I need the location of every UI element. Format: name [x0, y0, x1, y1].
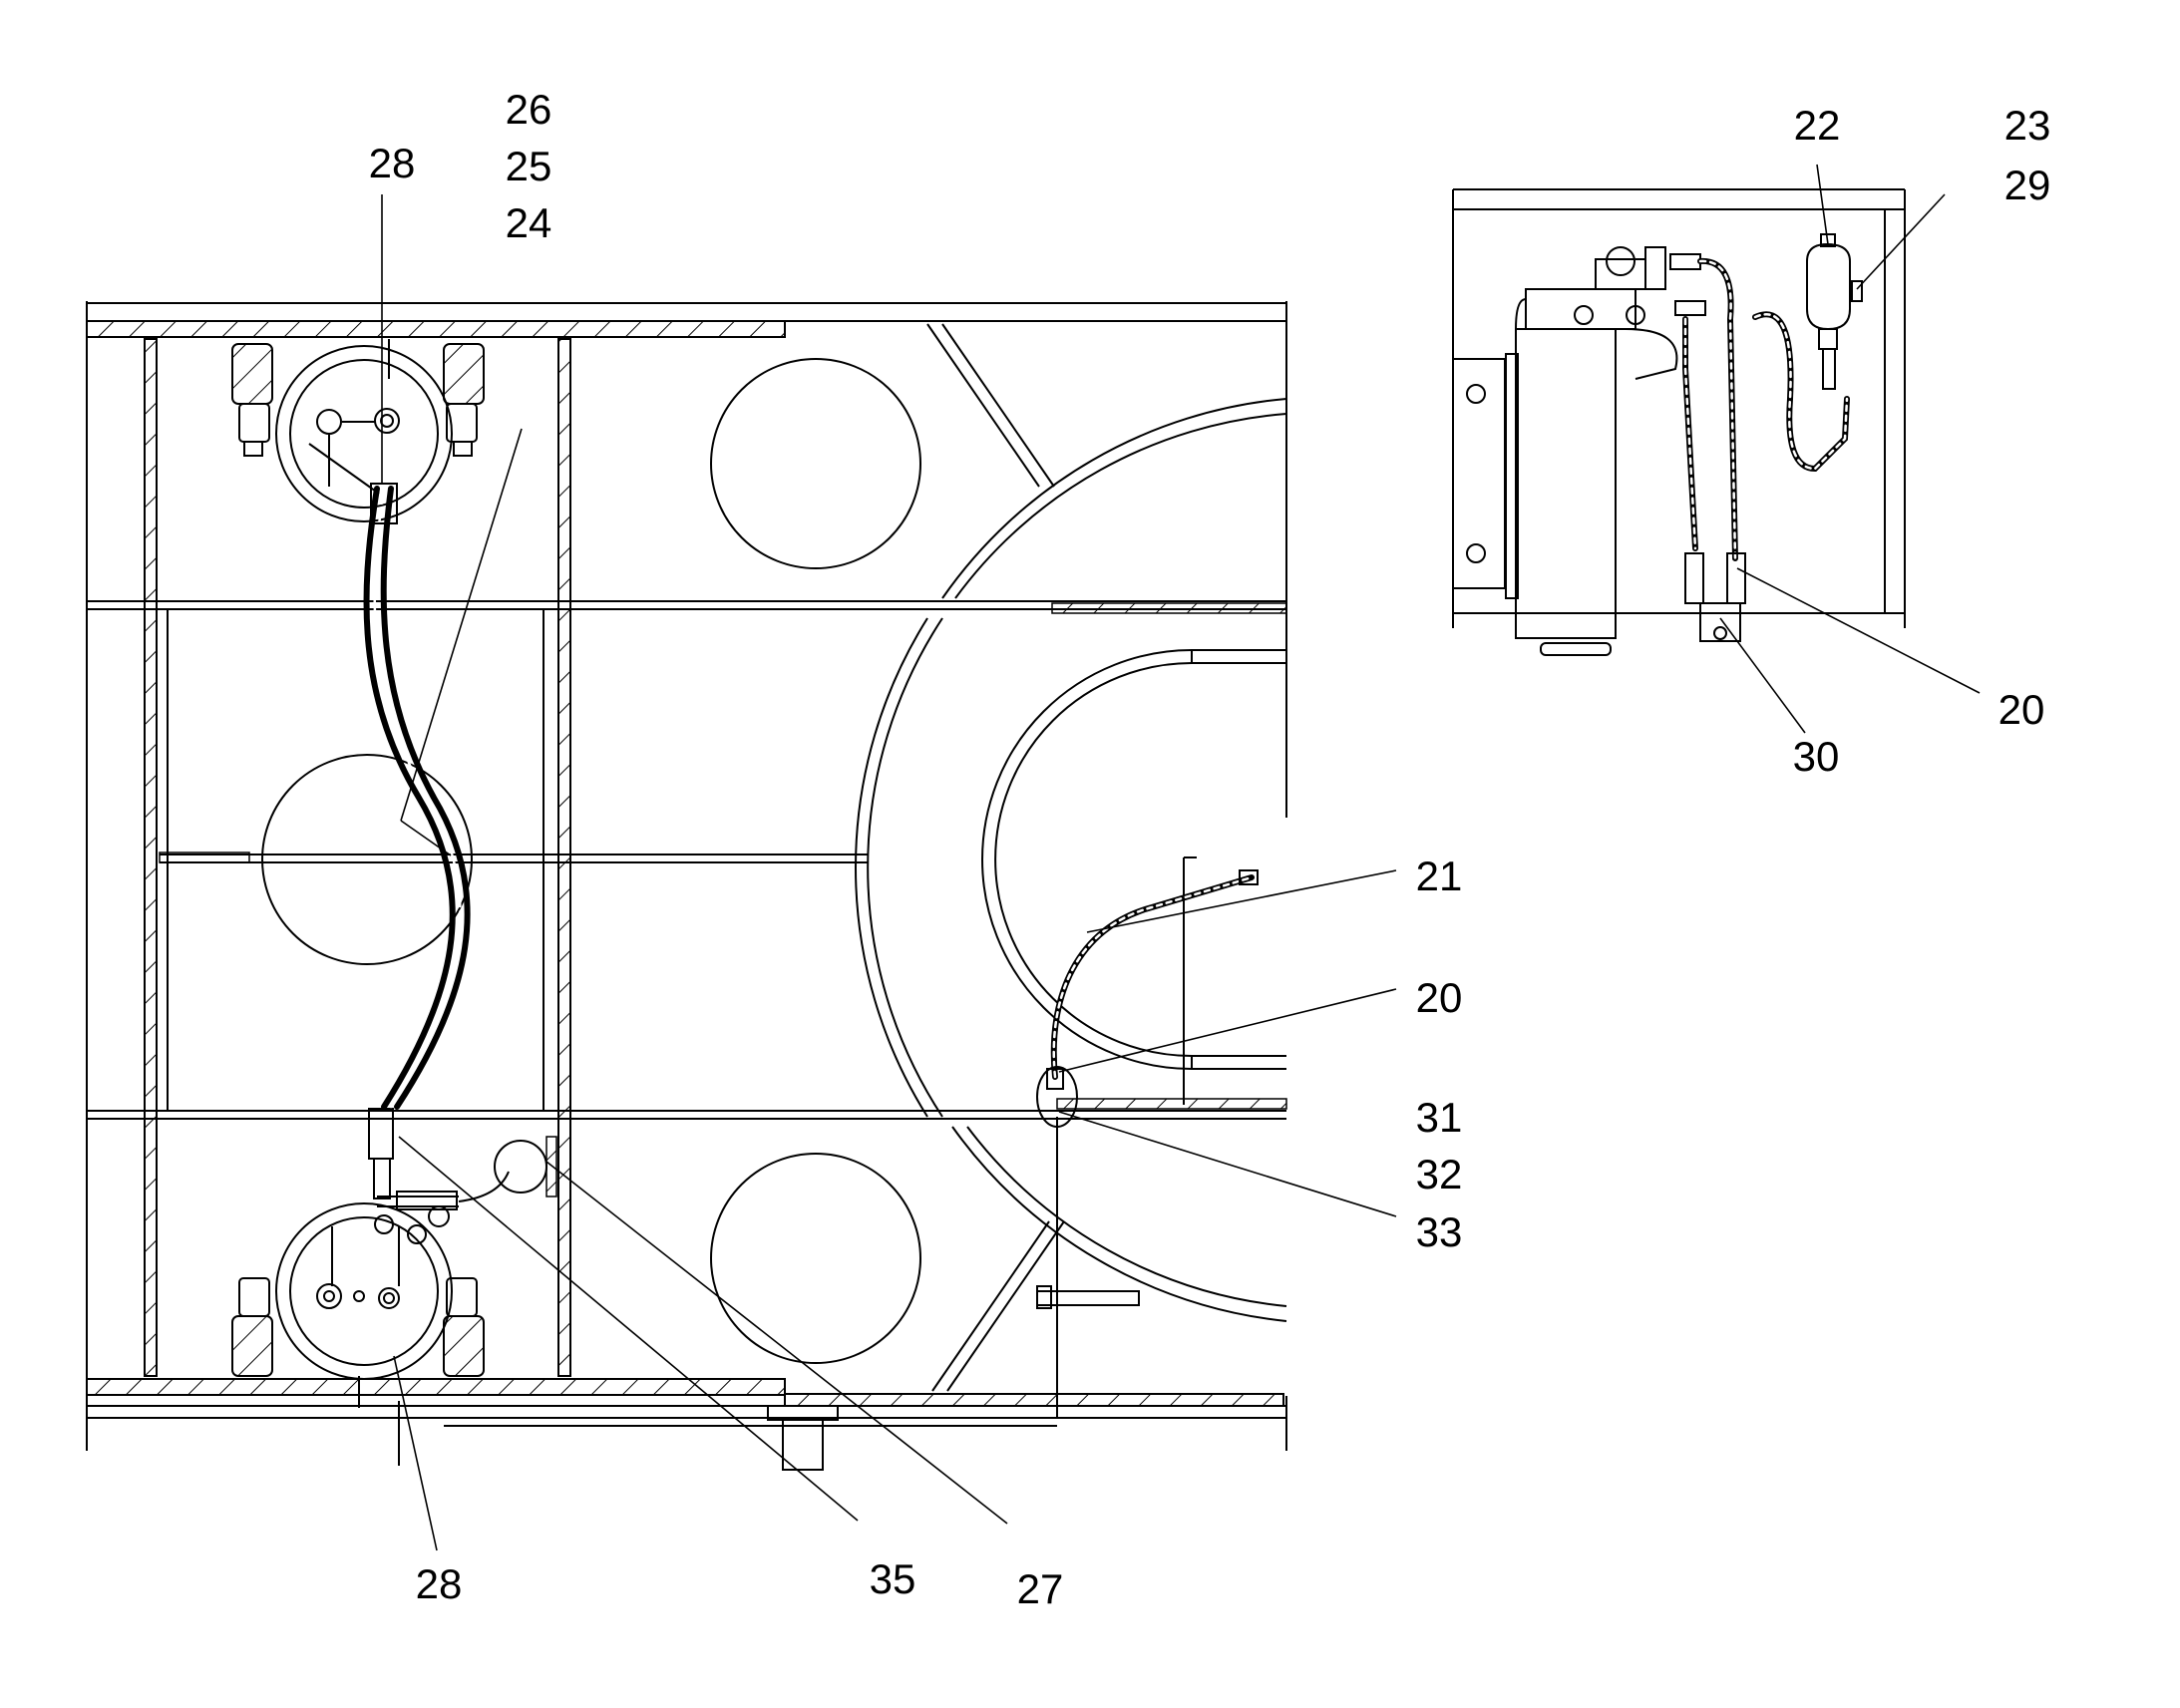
tank	[1452, 246, 1678, 656]
callout-29: 29	[2004, 162, 2051, 208]
bottom-fittings	[368, 1108, 510, 1244]
callout-20-inset: 20	[1998, 686, 2045, 733]
right-hose-assembly	[1036, 856, 1259, 1418]
callout-33: 33	[1416, 1208, 1463, 1255]
lightening-hole-top	[710, 358, 921, 569]
callout-22: 22	[1794, 102, 1841, 149]
leader-lines	[381, 164, 1981, 1551]
inset-view	[1452, 188, 1906, 656]
vertical-webs	[144, 338, 571, 1377]
callout-23: 23	[2004, 102, 2051, 149]
inset-accumulator	[1806, 233, 1863, 390]
callout-27: 27	[1017, 1565, 1064, 1612]
horizontal-webs	[87, 600, 1287, 1120]
callout-25: 25	[506, 143, 552, 189]
callout-28-bottom: 28	[416, 1560, 463, 1607]
top-flange	[86, 302, 1286, 338]
top-cylinder-assembly	[231, 343, 485, 522]
lightening-hole-middle	[261, 754, 473, 965]
bottom-mount	[767, 1405, 839, 1471]
curved-bulkhead	[854, 398, 1287, 1322]
callout-labels: 26 25 24 28 22 23 29 20 30 21 20 31 32 3…	[369, 86, 2051, 1612]
inset-hoses	[1644, 246, 1850, 642]
callout-21: 21	[1416, 853, 1463, 899]
callout-32: 32	[1416, 1151, 1463, 1197]
callout-30: 30	[1793, 733, 1840, 780]
small-accumulator	[494, 1136, 557, 1197]
bottom-cylinder-assembly	[231, 1202, 485, 1466]
diagonal-braces	[926, 323, 1065, 1392]
callout-24: 24	[506, 199, 552, 246]
main-view	[86, 301, 1287, 1471]
callout-28-top: 28	[369, 140, 416, 186]
main-hose	[363, 483, 471, 1110]
callout-31: 31	[1416, 1094, 1463, 1141]
callout-20-main: 20	[1416, 974, 1463, 1021]
callout-35: 35	[870, 1555, 916, 1602]
bottom-flange	[86, 1378, 1286, 1427]
lightening-hole-bottom	[710, 1153, 921, 1364]
callout-26: 26	[506, 86, 552, 133]
